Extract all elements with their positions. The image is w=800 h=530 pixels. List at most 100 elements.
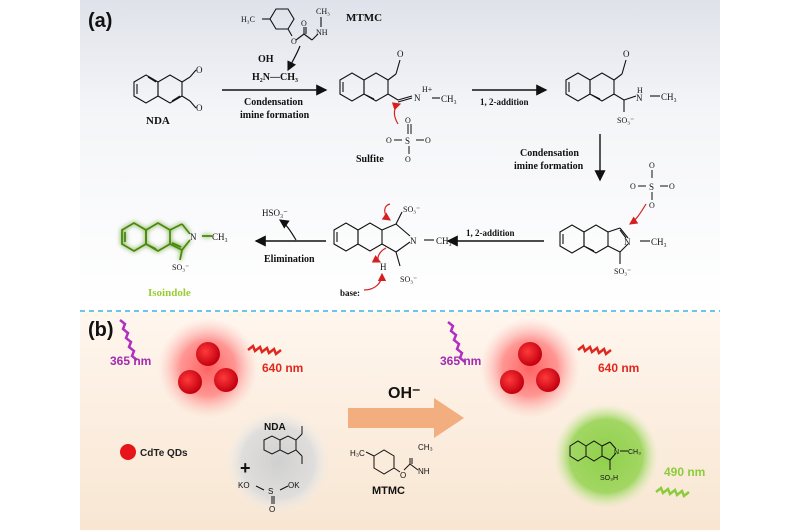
o-label: O [291, 37, 297, 46]
qd-dot [518, 342, 542, 366]
step3-line1: Condensation [520, 148, 579, 159]
sulfite2-o1: O [649, 161, 655, 170]
qd-glow-left [158, 318, 258, 418]
panel-b-label: (b) [88, 319, 114, 341]
elim-arrow-1 [381, 203, 391, 221]
h3c-label: H₃C [241, 15, 255, 24]
int2-ch3: CH₃ [661, 92, 677, 102]
elim-arrow-2 [371, 247, 387, 263]
iminium-intermediate [339, 59, 440, 103]
ko-label: KO [238, 481, 250, 490]
uv-label-left: 365 nm [110, 354, 151, 368]
bis-so3-bottom: SO₃⁻ [400, 275, 417, 284]
hydrolysis-arrow [287, 45, 301, 72]
bis-n: N [410, 236, 417, 246]
qd-dot [196, 342, 220, 366]
qd-dot [214, 368, 238, 392]
mtmc-structure-top [262, 8, 319, 41]
sulfite-structure [394, 124, 424, 154]
iso-ch3: CH₃ [212, 232, 228, 242]
oh-label-b: OH⁻ [388, 385, 420, 402]
int1-n: N [414, 93, 421, 103]
sulfite2-o3: O [669, 182, 675, 191]
int2-n: N [636, 93, 643, 103]
sulfite-structure-2 [638, 170, 668, 200]
isoindole-structure [121, 221, 212, 261]
int2-so3: SO₃⁻ [617, 116, 634, 125]
step4-label: 1, 2-addition [466, 228, 515, 238]
panel-a-label: (a) [88, 10, 112, 32]
isoindole-label: Isoindole [148, 287, 191, 299]
o-carbonyl-label: O [301, 19, 307, 28]
sulfite-o1: O [405, 116, 411, 125]
isoindole-mini-structure [569, 440, 628, 470]
k2so3-s: S [268, 487, 273, 496]
mtmc-b-o: O [400, 471, 406, 480]
int2-o: O [623, 49, 630, 59]
k2so3-o: O [269, 505, 275, 514]
nda-mini-structure [263, 426, 303, 464]
qd-dot [536, 368, 560, 392]
iso-so3: SO₃⁻ [172, 263, 189, 272]
hso3-label: HSO₃⁻ [262, 208, 288, 218]
cyclic-iminium [559, 224, 650, 264]
nda-o2: O [196, 103, 203, 113]
sulfite-o3: O [425, 136, 431, 145]
attack-arrow-1 [391, 102, 402, 125]
nda-structure [133, 69, 197, 109]
sulfite-o4: O [405, 155, 411, 164]
qd-glow-right [480, 318, 580, 418]
so3h-label: SO₃H [600, 475, 618, 482]
reaction-arrow [348, 398, 464, 438]
cyclic-n: N [624, 237, 631, 247]
bis-so3-top: SO₃⁻ [403, 205, 420, 214]
sulfite2-o4: O [649, 201, 655, 210]
k2so3-structure [255, 485, 289, 504]
step1-line2: imine formation [240, 110, 310, 121]
ch3-label: CH₃ [316, 7, 330, 16]
int2-h: H [637, 86, 643, 95]
plus-sign: + [240, 458, 251, 478]
sulfite2-o2: O [630, 182, 636, 191]
qd-dot [178, 370, 202, 394]
nh-label: NH [316, 28, 328, 37]
nda-label: NDA [146, 115, 170, 127]
amine-label: H₂N—CH₃ [252, 72, 298, 83]
mtmc-structure-bottom [365, 449, 419, 475]
sulfite-s: S [405, 136, 410, 146]
panel-a-background [80, 0, 720, 310]
cyclic-ch3: CH₃ [651, 237, 667, 247]
base-label: base: [340, 288, 360, 298]
hso3-arrow [279, 219, 297, 241]
int1-hplus: H+ [422, 85, 433, 94]
mtmc-b-h3c: H₃C [350, 449, 365, 458]
nda-label-b: NDA [264, 422, 286, 433]
step3-line2: imine formation [514, 161, 584, 172]
uv-wave-left [119, 319, 138, 361]
bis-sulfonate-intermediate [333, 211, 434, 267]
legend-label: CdTe QDs [140, 448, 188, 459]
green-label: 490 nm [664, 465, 705, 479]
red-label-left: 640 nm [262, 361, 303, 375]
green-wave [655, 485, 690, 499]
oh-label-top: OH [258, 54, 274, 65]
base-arrow [363, 272, 387, 291]
ok-label: OK [288, 481, 300, 490]
bis-ch3: CH₃ [436, 236, 452, 246]
legend-qd-dot [120, 444, 136, 460]
mtmc-b-nh: NH [418, 467, 430, 476]
red-wave-left [247, 343, 282, 357]
attack-arrow-2 [629, 203, 647, 225]
isoindole-circle [554, 404, 658, 508]
qd-dot [500, 370, 524, 394]
iso-b-n: N [614, 449, 619, 456]
iso-b-ch3: CH₃ [628, 449, 641, 456]
sulfite-label: Sulfite [356, 154, 384, 165]
cyclic-so3: SO₃⁻ [614, 267, 631, 276]
uv-label-right: 365 nm [440, 354, 481, 368]
red-wave-right [577, 343, 612, 357]
aminosulfonate-intermediate [565, 59, 660, 112]
sulfite2-s: S [649, 182, 654, 192]
iso-n: N [190, 232, 197, 242]
bis-h: H [380, 262, 387, 272]
